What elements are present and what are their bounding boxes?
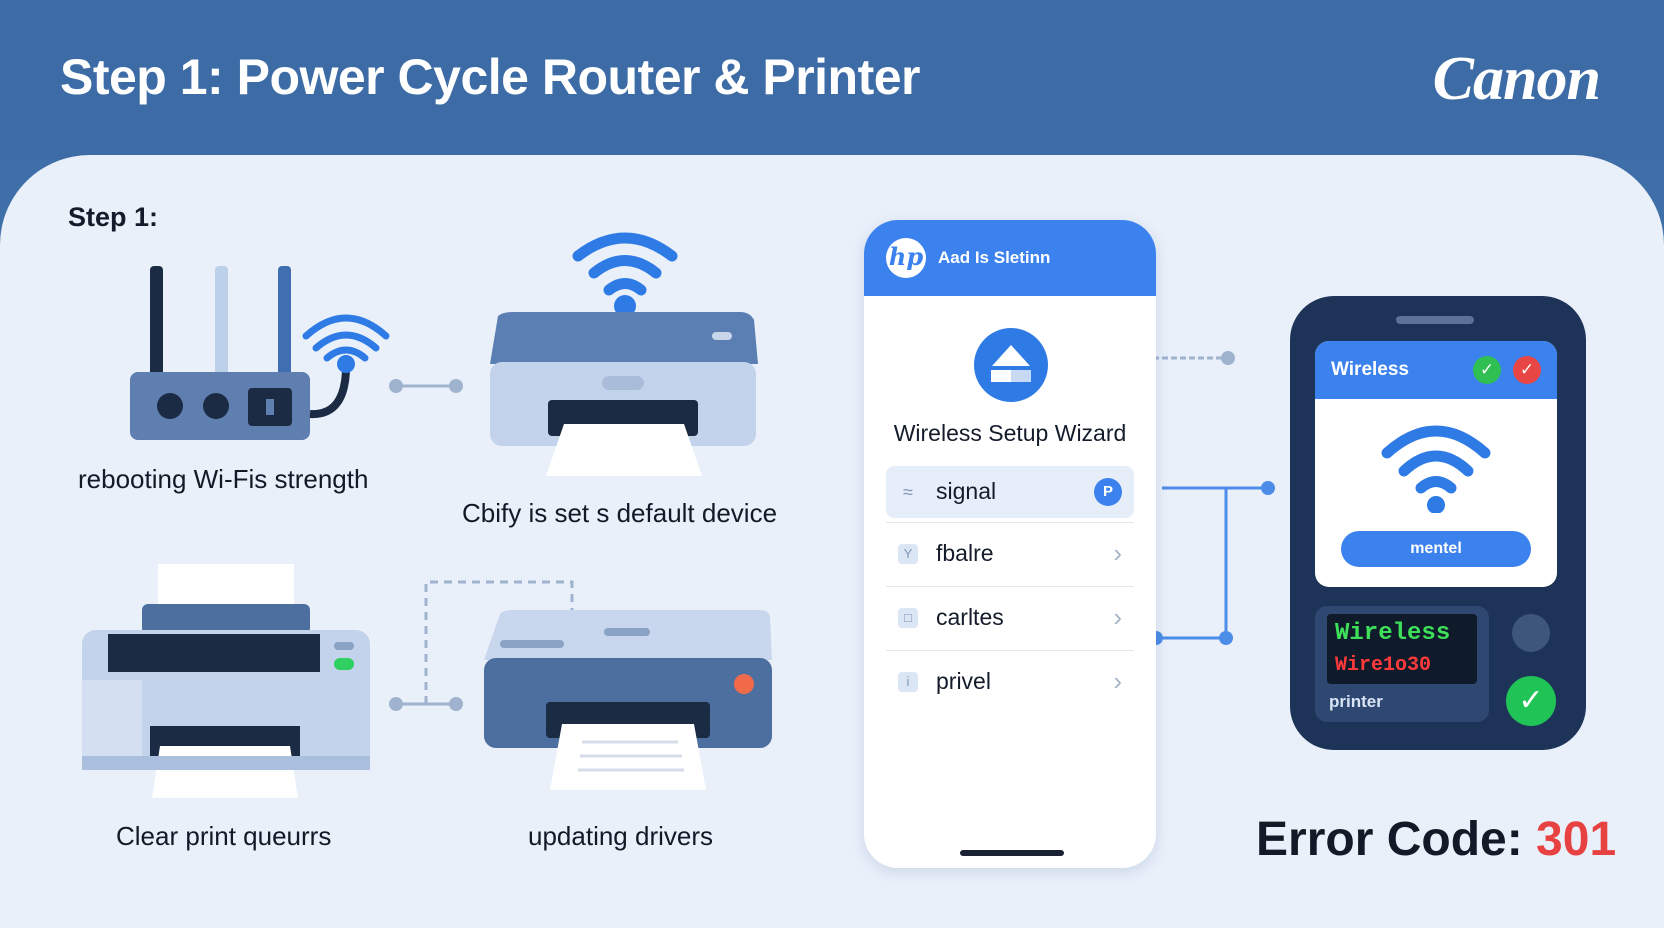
wifi-printer-icon bbox=[490, 232, 758, 476]
lcd-display: Wireless Wire1o30 bbox=[1327, 614, 1477, 684]
divider bbox=[886, 522, 1134, 523]
router-icon bbox=[130, 266, 390, 440]
status-dot bbox=[1512, 614, 1550, 652]
updating-printer-icon bbox=[484, 610, 772, 790]
menu-item-label: fbalre bbox=[936, 540, 994, 566]
speaker-slot bbox=[1396, 316, 1474, 324]
antenna-icon: Y bbox=[898, 544, 918, 564]
office-printer-caption: Clear print queurrs bbox=[116, 821, 332, 851]
error-check-icon: ✓ bbox=[1513, 356, 1541, 384]
setup-app-phone: hp Aad Is Sletinn Wireless Setup Wizard … bbox=[864, 220, 1156, 868]
error-code: Error Code: 301 bbox=[1256, 812, 1616, 867]
check-icon: ✓ bbox=[1473, 356, 1501, 384]
menu-item-label: privel bbox=[936, 668, 991, 694]
wifi-printer-caption: Cbify is set s default device bbox=[462, 498, 778, 528]
menu-item-privel[interactable]: i privel › bbox=[886, 656, 1134, 708]
error-code-label: Error Code: bbox=[1256, 813, 1523, 866]
hp-logo: hp bbox=[886, 238, 926, 278]
card-header: Wireless ✓ ✓ bbox=[1315, 341, 1557, 399]
chevron-right-icon: › bbox=[1113, 602, 1122, 632]
header-bar: Step 1: Power Cycle Router & Printer Can… bbox=[0, 0, 1664, 160]
divider bbox=[886, 650, 1134, 651]
error-code-value: 301 bbox=[1536, 813, 1617, 866]
app-header-title: Aad Is Sletinn bbox=[938, 248, 1051, 267]
page-title: Step 1: Power Cycle Router & Printer bbox=[60, 49, 921, 105]
chevron-right-icon: › bbox=[1113, 666, 1122, 696]
lcd-line-1: Wireless bbox=[1335, 620, 1451, 647]
menu-item-label: signal bbox=[936, 478, 997, 504]
lcd-line-2: Wire1o30 bbox=[1335, 654, 1432, 677]
app-header: hp Aad Is Sletinn bbox=[864, 220, 1156, 296]
updating-printer-caption: updating drivers bbox=[528, 821, 713, 851]
divider bbox=[886, 586, 1134, 587]
info-badge-icon: P bbox=[1094, 478, 1122, 506]
info-icon: i bbox=[898, 672, 918, 692]
menu-item-carltes[interactable]: □ carltes › bbox=[886, 592, 1134, 644]
chevron-right-icon: › bbox=[1113, 538, 1122, 568]
wifi-icon bbox=[1381, 425, 1491, 513]
menu-item-fbalre[interactable]: Y fbalre › bbox=[886, 528, 1134, 580]
home-indicator bbox=[960, 850, 1064, 856]
connect-button[interactable]: mentel bbox=[1341, 531, 1531, 567]
printer-status-device: Wireless ✓ ✓ mentel Wireless Wire1o30 pr… bbox=[1290, 296, 1586, 750]
brand-logo: Canon bbox=[1432, 45, 1601, 113]
menu-item-label: carltes bbox=[936, 604, 1004, 630]
wizard-title: Wireless Setup Wizard bbox=[893, 420, 1127, 446]
status-label: printer bbox=[1329, 692, 1383, 711]
wireless-card: Wireless ✓ ✓ mentel bbox=[1315, 341, 1557, 587]
card-title: Wireless bbox=[1331, 359, 1409, 380]
menu-item-signal[interactable]: ≈ signal P bbox=[886, 466, 1134, 518]
eject-icon bbox=[974, 328, 1048, 402]
connector-line bbox=[389, 379, 463, 393]
square-icon: □ bbox=[898, 608, 918, 628]
router-caption: rebooting Wi-Fis strength bbox=[78, 464, 369, 494]
step-label: Step 1: bbox=[68, 202, 159, 232]
wifi-icon: ≈ bbox=[903, 482, 913, 502]
printer-status-panel: Wireless Wire1o30 printer bbox=[1315, 606, 1489, 722]
office-printer-icon bbox=[82, 564, 370, 798]
success-check-icon[interactable]: ✓ bbox=[1506, 676, 1556, 726]
